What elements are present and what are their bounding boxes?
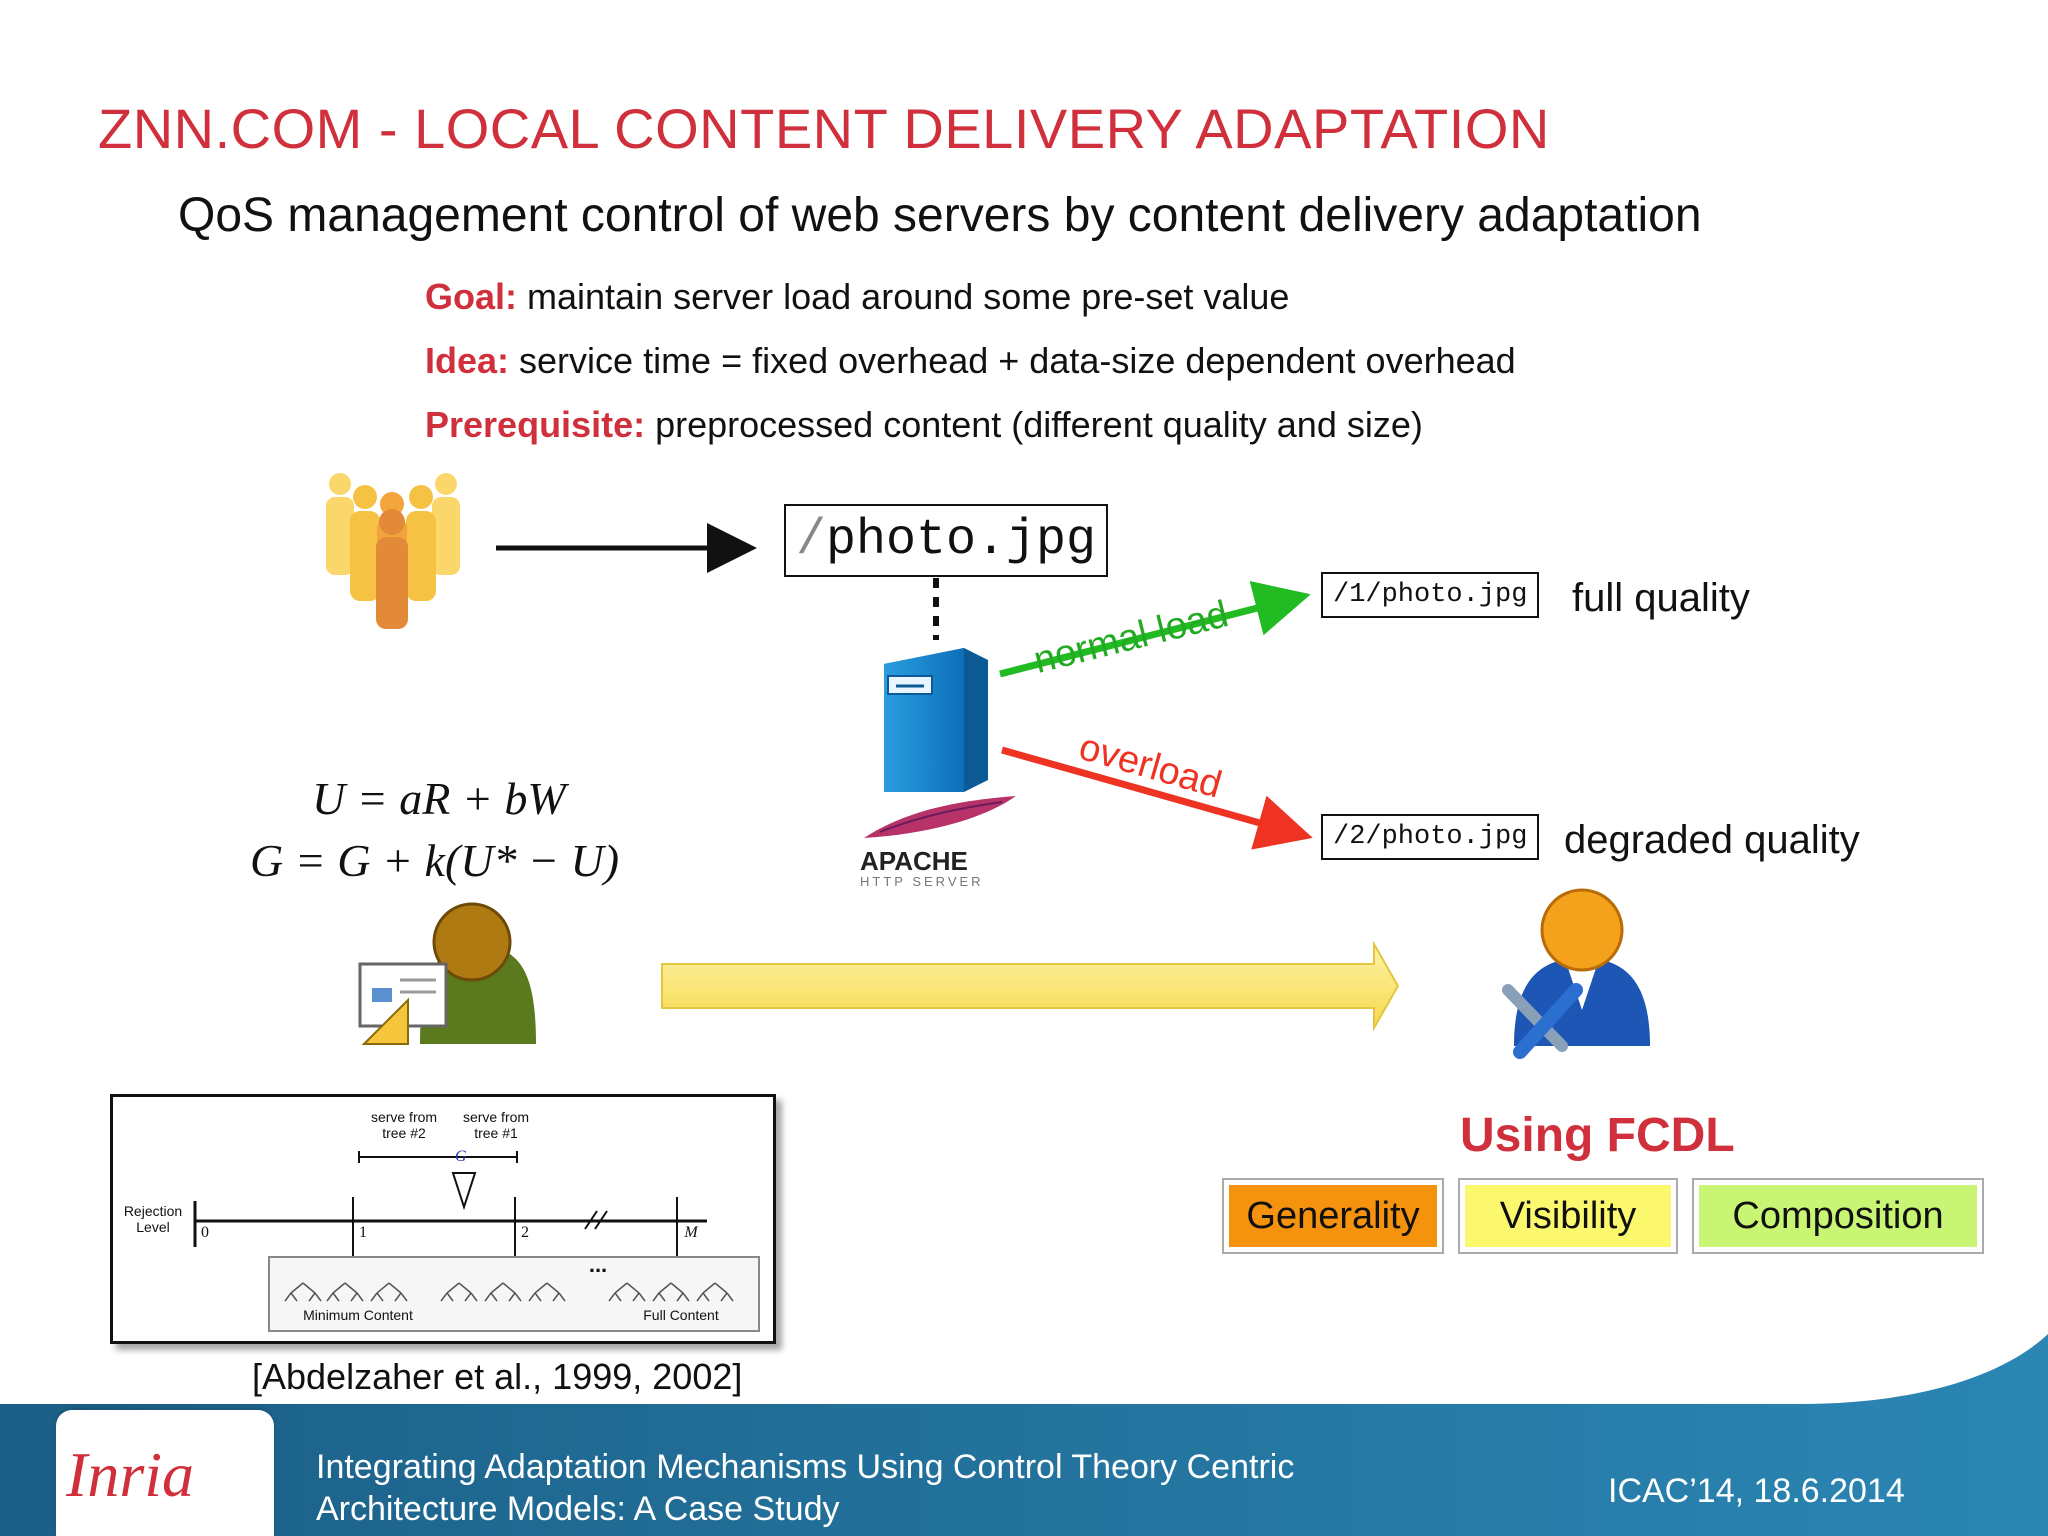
equation-utilization: U = aR + bW	[312, 773, 566, 824]
tree-ellipsis: ...	[588, 1252, 608, 1277]
footer-talk-title-line2: Architecture Models: A Case Study	[316, 1490, 840, 1528]
presenter-person-icon	[358, 902, 536, 1045]
normal-load-arrow	[999, 581, 1311, 678]
apache-name: APACHE	[860, 846, 968, 876]
bullet-label: Idea:	[425, 340, 510, 381]
equation-controller: G = G + k(U* − U)	[250, 835, 620, 886]
full-content-label: Full Content	[643, 1307, 719, 1323]
adaptation-arrow	[661, 940, 1400, 1032]
path-file: photo.jpg	[826, 512, 1097, 569]
slide-title: ZNN.COM - LOCAL CONTENT DELIVERY ADAPTAT…	[98, 97, 1550, 160]
g-marker-label: G	[455, 1148, 467, 1165]
footer-bar	[0, 1334, 2048, 1536]
request-path-box: /photo.jpg	[784, 504, 1109, 577]
tag-visibility: Visibility	[1458, 1178, 1678, 1254]
footer-talk-title-line1: Integrating Adaptation Mechanisms Using …	[316, 1448, 1295, 1486]
users-crowd-icon	[326, 473, 460, 629]
bullet-label: Goal:	[425, 276, 518, 317]
minimum-content-label: Minimum Content	[303, 1307, 413, 1323]
tick-label-m: M	[684, 1224, 698, 1241]
tag-composition: Composition	[1692, 1178, 1984, 1254]
tick-label-0: 0	[201, 1224, 209, 1241]
bullet-prerequisite: Prerequisite: preprocessed content (diff…	[425, 404, 1423, 446]
apache-logo-icon	[864, 796, 1016, 838]
admin-tools-icon	[1502, 888, 1650, 1059]
fcdl-title: Using FCDL	[1460, 1109, 1735, 1162]
tick-label-1: 1	[359, 1224, 367, 1241]
logo-tab	[56, 1410, 274, 1536]
tick-label-2: 2	[521, 1224, 529, 1241]
full-quality-path-box: /1/photo.jpg	[1321, 572, 1540, 618]
degraded-quality-label: degraded quality	[1564, 818, 1860, 862]
apache-subtitle: HTTP SERVER	[860, 874, 984, 889]
inria-logo: Inria	[66, 1439, 194, 1510]
bullet-text: preprocessed content (different quality …	[645, 404, 1423, 445]
bullet-idea: Idea: service time = fixed overhead + da…	[425, 340, 1516, 382]
degraded-quality-path-box: /2/photo.jpg	[1321, 814, 1540, 860]
server-icon	[884, 648, 988, 792]
citation: [Abdelzaher et al., 1999, 2002]	[252, 1356, 743, 1397]
diagram-lines	[193, 1151, 760, 1332]
bullet-text: maintain server load around some pre-set…	[517, 276, 1290, 317]
bullet-goal: Goal: maintain server load around some p…	[425, 276, 1289, 318]
tag-generality-label: Generality	[1229, 1185, 1437, 1247]
full-quality-label: full quality	[1572, 576, 1750, 620]
path-slash: /	[796, 512, 827, 569]
tag-composition-label: Composition	[1699, 1185, 1977, 1247]
overload-arrow	[1001, 746, 1313, 850]
footer-conference-date: ICAC’14, 18.6.2014	[1608, 1472, 1905, 1510]
tag-generality: Generality	[1222, 1178, 1444, 1254]
slide-subtitle: QoS management control of web servers by…	[178, 189, 1702, 242]
bullet-text: service time = fixed overhead + data-siz…	[509, 340, 1516, 381]
bullet-label: Prerequisite:	[425, 404, 646, 445]
tag-visibility-label: Visibility	[1465, 1185, 1671, 1247]
